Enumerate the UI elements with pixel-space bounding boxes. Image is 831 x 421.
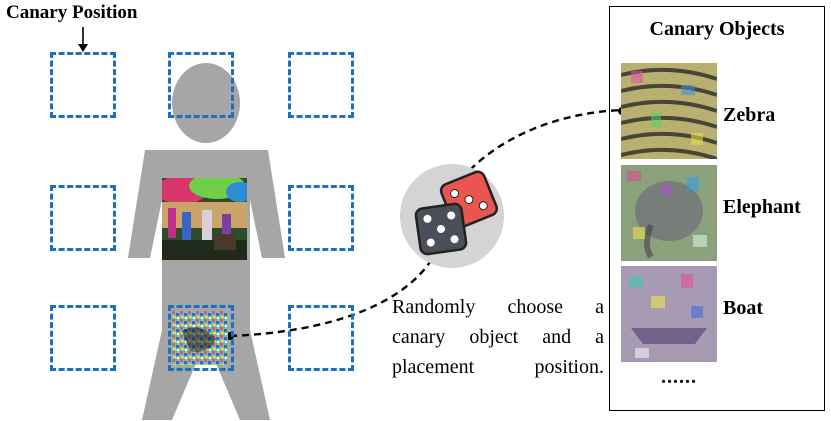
position-slot <box>50 185 116 251</box>
selected-position-slot <box>168 305 234 371</box>
arrow-down-icon <box>78 27 88 52</box>
more-objects-ellipsis: ...... <box>661 366 697 388</box>
position-slot <box>288 52 354 118</box>
canary-position-label: Canary Position <box>6 2 138 23</box>
canary-objects-title: Canary Objects <box>649 18 785 40</box>
position-slot <box>288 305 354 371</box>
caption-text: Randomly choose a canary object and a pl… <box>392 296 604 378</box>
position-slot <box>50 305 116 371</box>
canary-patch-image <box>172 311 228 365</box>
zebra-thumbnail <box>621 63 717 159</box>
canary-objects-panel <box>609 6 825 411</box>
boat-thumbnail <box>621 266 717 362</box>
object-label-elephant: Elephant <box>723 196 801 218</box>
position-slot <box>50 52 116 118</box>
elephant-thumbnail <box>621 165 717 261</box>
object-label-boat: Boat <box>723 297 763 319</box>
dice-icon <box>400 164 504 268</box>
object-label-zebra: Zebra <box>723 104 776 126</box>
scene-image <box>162 178 247 260</box>
selection-curve <box>229 108 623 338</box>
position-slot <box>288 185 354 251</box>
position-slot <box>168 52 234 118</box>
